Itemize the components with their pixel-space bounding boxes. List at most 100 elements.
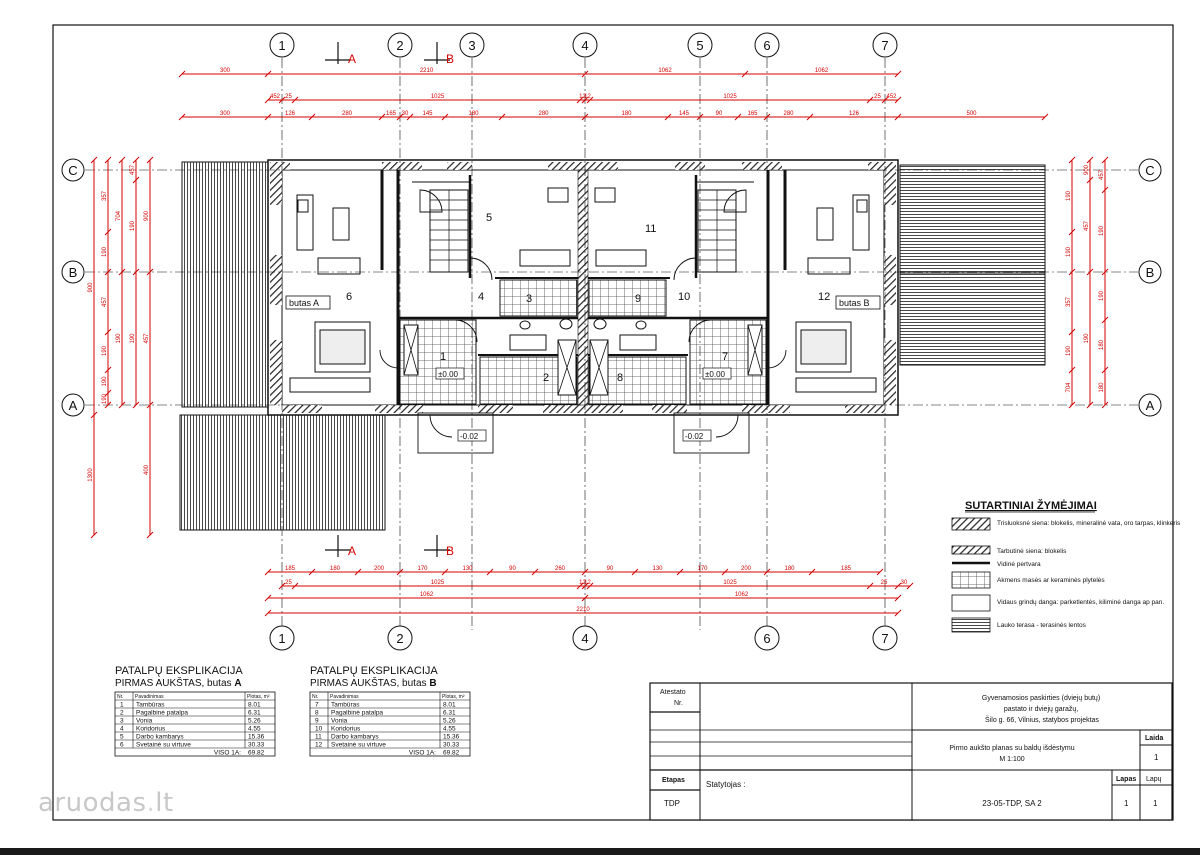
table-cell: Darbo kambarys (136, 734, 184, 741)
dimension-top-3: 280 (538, 111, 549, 117)
dimension-tick (308, 568, 316, 576)
dimension-tick (264, 609, 272, 617)
dimension-tick (631, 568, 639, 576)
room-number: 7 (722, 351, 728, 363)
dimension-tick (396, 568, 404, 576)
table-cell: 30.33 (443, 742, 460, 749)
dimension-tick (806, 113, 814, 121)
dimension-tick (104, 228, 112, 236)
grid-bubble (1138, 260, 1162, 284)
legend-item: Vidaus grindų danga: parketlentės, kilim… (997, 599, 1164, 606)
legend-item: Akmens masės ar keraminės plytelės (997, 577, 1105, 584)
grid-bubble (61, 393, 85, 417)
dimension-bottom-1: 260 (555, 566, 566, 572)
dimension-tick (1041, 113, 1049, 121)
grid-bubble (872, 32, 898, 58)
grid-row-label: A (69, 398, 78, 413)
dimension-tick (763, 113, 771, 121)
dimension-left-1: 400 (87, 0, 98, 2)
dimension-tick (104, 156, 112, 164)
dimension-bottom-3: 1062 (420, 592, 434, 598)
dimension-left-3: 190 (116, 333, 122, 344)
dimension-tick (146, 531, 154, 539)
dimension-top-3: 30 (402, 111, 409, 117)
table-cell: 8.01 (248, 702, 261, 709)
grid-row-label: B (1146, 265, 1155, 280)
dimension-bottom-2: 30 (901, 580, 908, 586)
dimension-bottom-2: 25 (881, 580, 888, 586)
grid-col-label: 5 (696, 38, 703, 53)
title-drawing-code: 23-05-TDP, SA 2 (982, 799, 1042, 808)
table-header-cell: Nr. (117, 694, 123, 700)
dimension-bottom-1: 170 (417, 566, 428, 572)
section-label-a-top: A (348, 52, 356, 66)
table-subtitle: PIRMAS AUKŠTAS, butas B (310, 676, 437, 689)
grid-bubble (387, 625, 413, 651)
dimension-tick (378, 113, 386, 121)
table-cell: Koridorius (331, 726, 361, 733)
dimension-bottom-1: 180 (330, 566, 341, 572)
dimension-tick (178, 70, 186, 78)
dimension-bottom-1: 90 (607, 566, 614, 572)
legend-swatch-tiles (951, 571, 991, 589)
dimension-tick (1101, 268, 1109, 276)
dimension-tick (264, 96, 272, 104)
dimension-left-2: 190 (102, 246, 108, 257)
room-number: 2 (543, 372, 549, 384)
grid-bubble (572, 32, 598, 58)
dimension-bottom-2: 12 (579, 580, 586, 586)
dimension-tick (132, 156, 140, 164)
dimension-left-4: 457 (130, 164, 136, 175)
grid-row-label: C (1145, 163, 1154, 178)
dimension-tick (676, 568, 684, 576)
room-number: 8 (617, 372, 623, 384)
dimension-left-2: 190 (102, 345, 108, 356)
dimension-right-1: 190 (1066, 246, 1072, 257)
table-cell: 5.26 (443, 718, 456, 725)
dimension-tick (581, 594, 589, 602)
room-number: 9 (635, 293, 641, 305)
table-cell: 2 (120, 710, 124, 717)
table-header-cell: Plotas, m² (442, 694, 465, 700)
dimension-left-4: 190 (130, 220, 136, 231)
legend-item: Vidinė pertvara (997, 561, 1041, 568)
legend-item: Tarbutinė siena: blokelis (997, 548, 1067, 555)
dimension-top-3: 180 (621, 111, 632, 117)
dimension-tick (104, 268, 112, 276)
section-label-b-top: B (446, 52, 454, 66)
grid-col-label: 2 (396, 38, 403, 53)
dimension-top-3: 90 (716, 111, 723, 117)
dimension-tick (1101, 186, 1109, 194)
dimension-tick (876, 568, 884, 576)
table-cell: Darbo kambarys (331, 734, 379, 741)
dimension-top-3: 126 (285, 111, 296, 117)
grid-row-label: A (1146, 398, 1155, 413)
dimension-top-2: 25 (285, 94, 292, 100)
title-atestato-label: Atestato (660, 689, 686, 696)
grid-bubble (61, 158, 85, 182)
room-number: 5 (486, 212, 492, 224)
grid-col-label: 6 (763, 38, 770, 53)
dimension-tick (132, 176, 140, 184)
table-header-cell: Nr. (312, 694, 318, 700)
dimension-top-3: 300 (220, 111, 231, 117)
grid-bubble (459, 32, 485, 58)
title-laida-label: Laida (1145, 735, 1163, 742)
watermark-tld: lt (155, 788, 174, 818)
dimension-left-4: 190 (130, 333, 136, 344)
dimension-bottom-2: 1025 (723, 580, 737, 586)
table-cell: 6.31 (248, 710, 261, 717)
dimension-tick (104, 366, 112, 374)
dimension-tick (146, 268, 154, 276)
table-cell: 8 (315, 710, 319, 717)
dimension-tick (441, 568, 449, 576)
title-lapu-label: Lapų (1146, 776, 1162, 783)
dimension-right-1: 357 (1066, 296, 1072, 307)
room-number: 11 (645, 223, 656, 235)
dimension-top-2: 452 (270, 94, 281, 100)
room-number: 1 (440, 351, 446, 363)
dimension-bottom-1: 170 (697, 566, 708, 572)
legend-swatch-terrace (951, 617, 991, 633)
dimension-left-2: 190 (102, 376, 108, 387)
